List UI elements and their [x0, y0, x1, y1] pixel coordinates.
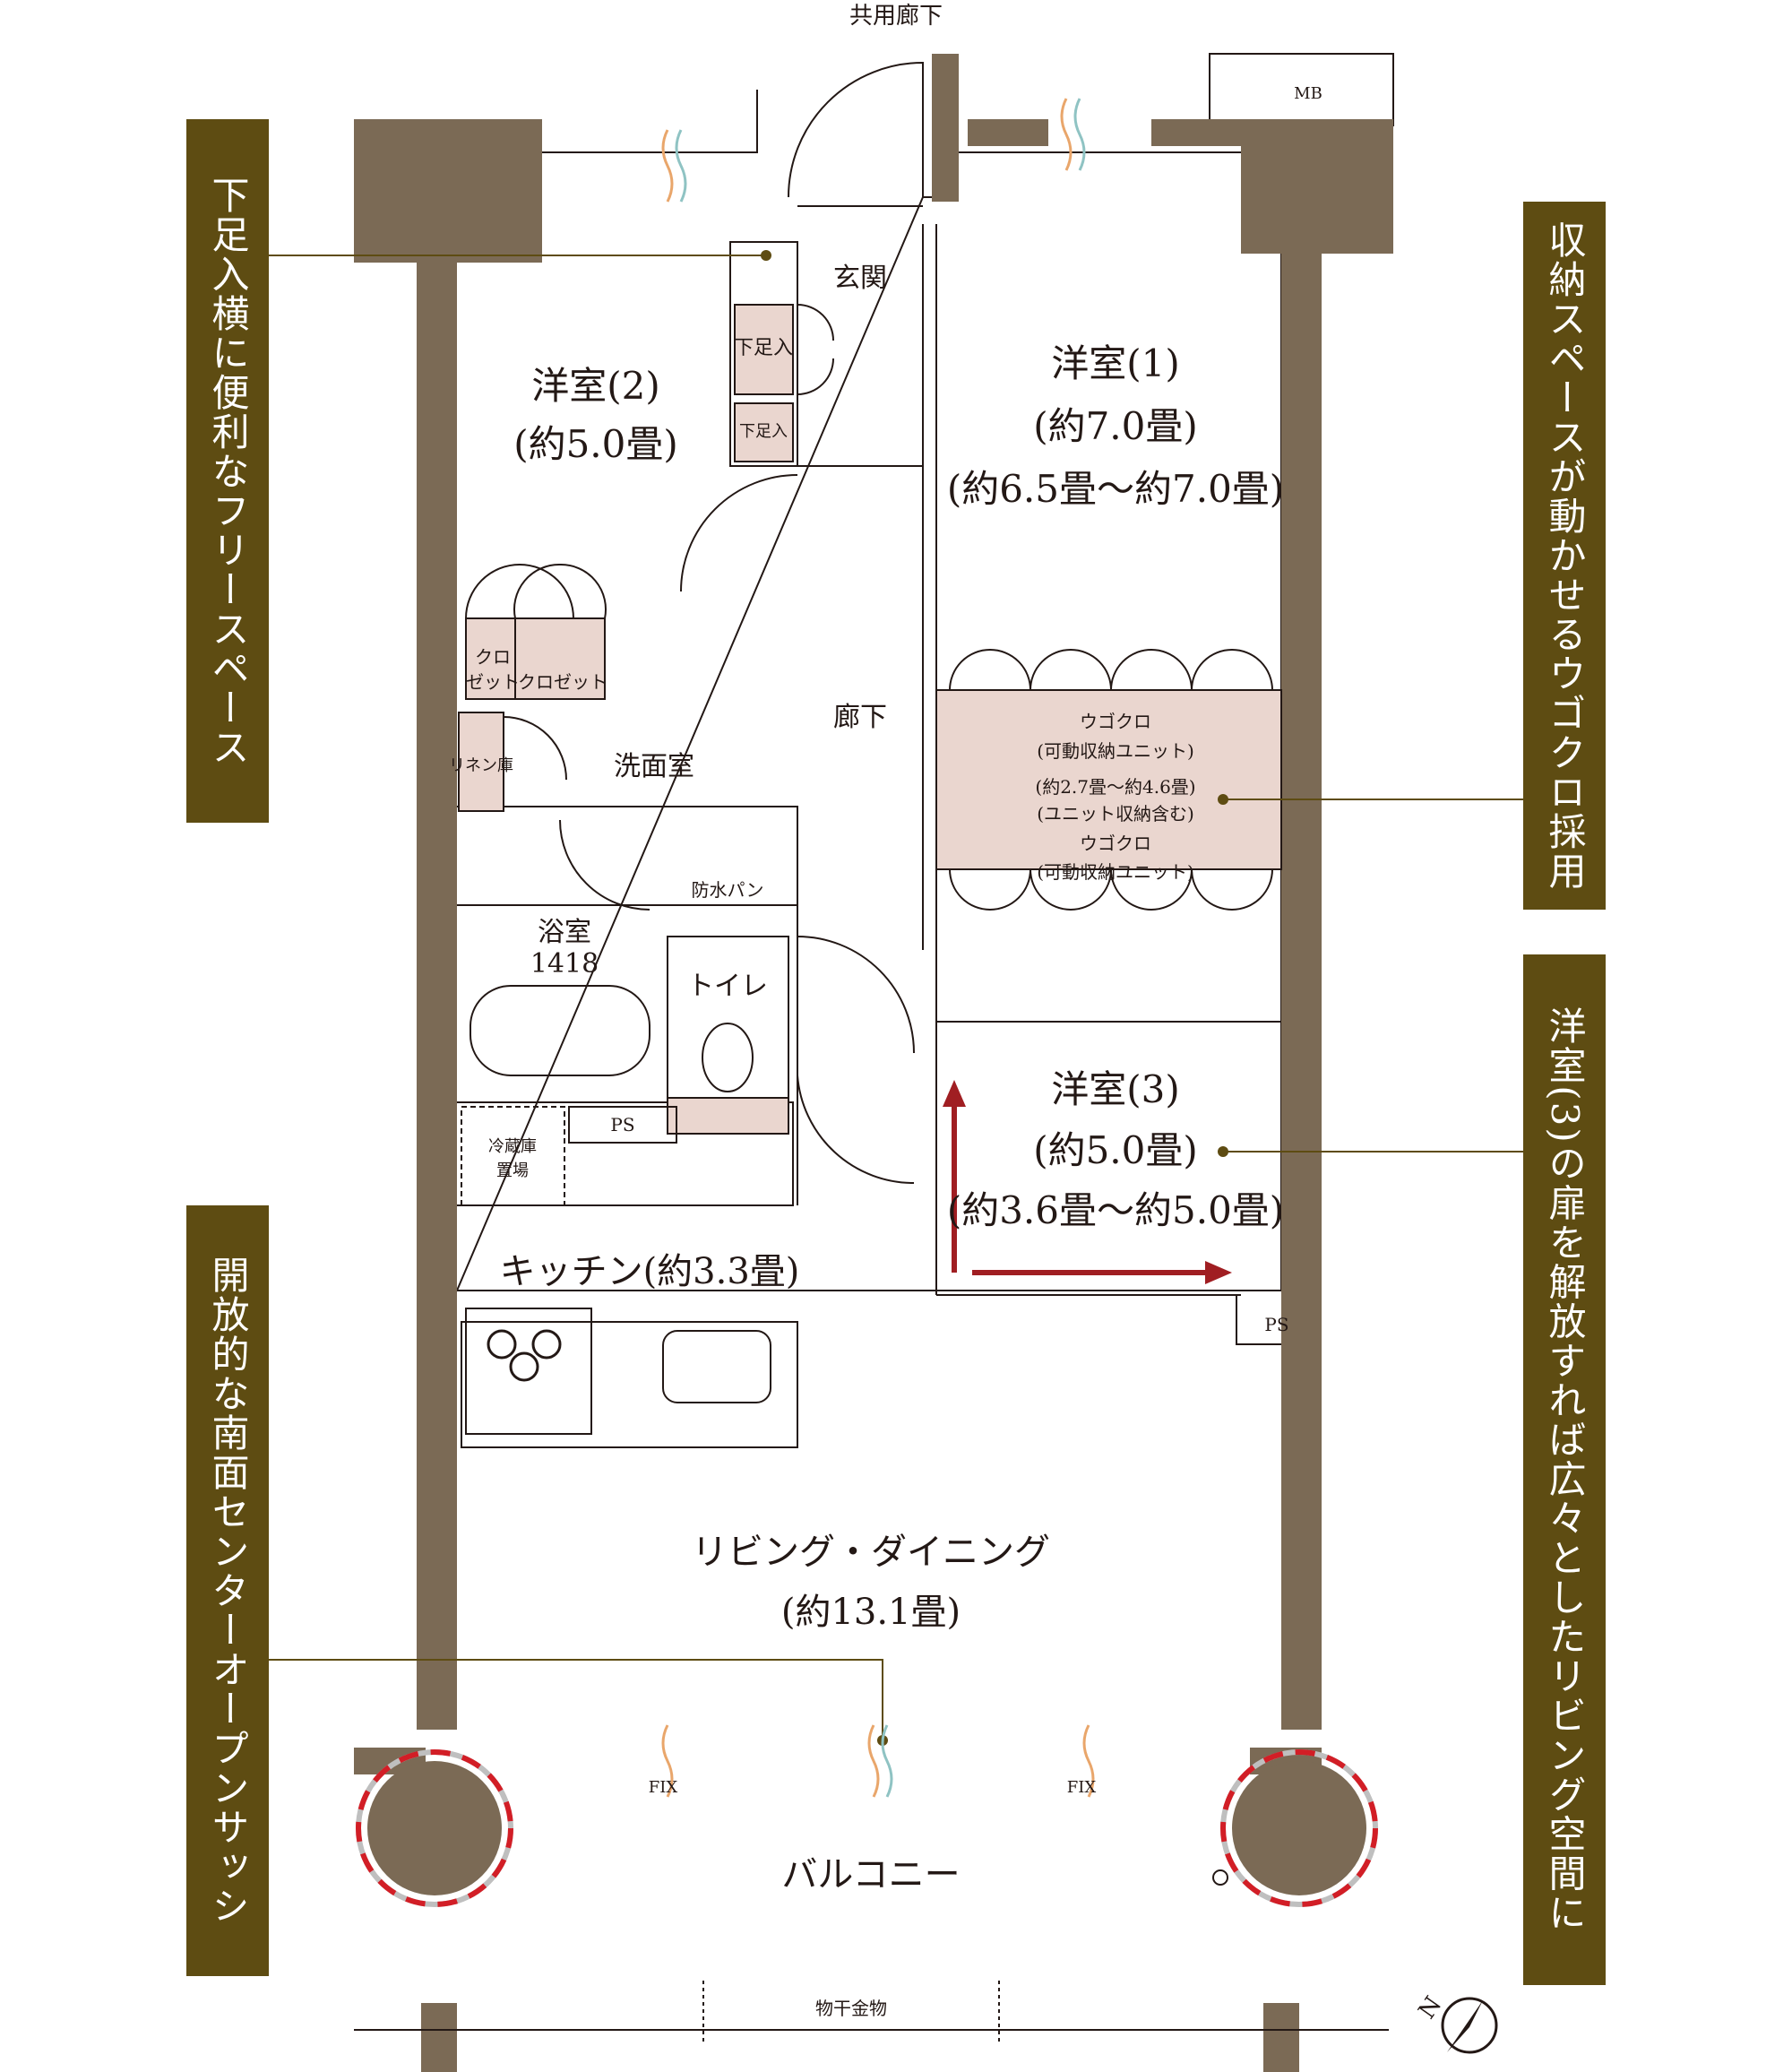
ugo2-sub: (可動収納ユニット) — [1037, 861, 1194, 883]
laundry-label: 物干金物 — [815, 1998, 887, 2019]
ugo1-label: ウゴクロ — [1080, 711, 1151, 732]
callout-left-top-text: 下足入横に便利なフリースペース — [206, 175, 250, 767]
laundry-bar — [354, 1981, 1389, 2043]
balcony-columns — [356, 1749, 1378, 1907]
shoe-label-1: 下足入 — [734, 337, 793, 359]
callout-left-top: 下足入横に便利なフリースペース — [186, 119, 269, 823]
kitchen-label: キッチン(約3.3畳) — [500, 1251, 800, 1292]
north-arrow — [1441, 1997, 1498, 2054]
leader-lines — [269, 255, 1523, 1740]
fixtures — [461, 985, 798, 1448]
bath-num: 1418 — [530, 948, 599, 980]
ps2-label: PS — [1264, 1314, 1288, 1335]
callout-left-bottom-text: 開放的な南面センターオープンサッシ — [206, 1256, 250, 1926]
door-swings — [465, 61, 924, 1185]
fridge-label-1: 冷蔵庫 — [488, 1137, 537, 1156]
washroom-label: 洗面室 — [614, 751, 694, 782]
linen-label: リネン庫 — [449, 756, 513, 775]
room3-name: 洋室(3) — [1051, 1067, 1180, 1111]
balcony-label: バルコニー — [781, 1854, 960, 1895]
room3-size: (約5.0畳) — [1033, 1128, 1198, 1172]
callout-right-bottom-text: 洋室(3)の扉を解放すれば広々としたリビング空間に — [1543, 1006, 1587, 1933]
toilet-label: トイレ — [687, 971, 768, 1002]
fix2-label: FIX — [1067, 1778, 1097, 1797]
stove-burners — [487, 1329, 562, 1382]
fridge-label-2: 置場 — [496, 1161, 529, 1180]
mb-label: MB — [1294, 84, 1322, 103]
walls — [354, 54, 1393, 2072]
ugokuro-doors — [949, 649, 1273, 911]
hall-label: 廊下 — [833, 702, 887, 733]
top-label: 共用廊下 — [849, 3, 943, 30]
drain-mark — [1212, 1869, 1228, 1886]
fix1-label: FIX — [649, 1778, 678, 1797]
partitions — [457, 205, 1281, 1345]
living-size: (約13.1畳) — [781, 1592, 961, 1633]
closet1b-label: ゼット — [466, 671, 520, 693]
closet1a-label: クロ — [475, 646, 511, 668]
ugo-incl: (ユニット収納含む) — [1037, 803, 1194, 824]
bath-label: 浴室 — [538, 917, 591, 948]
room1-name: 洋室(1) — [1051, 341, 1180, 385]
entrance-label: 玄関 — [833, 263, 887, 294]
ps1-label: PS — [610, 1114, 634, 1135]
room-labels: 共用廊下 MB 玄関 下足入 下足入 洋室(2) (約5.0畳) 洋室(1) (… — [449, 3, 1447, 2024]
living-label: リビング・ダイニング — [692, 1532, 1050, 1573]
expand-arrows — [943, 1080, 1232, 1284]
room2-name: 洋室(2) — [531, 364, 660, 408]
ugo-range: (約2.7畳〜約4.6畳) — [1035, 776, 1195, 798]
room1-range: (約6.5畳〜約7.0畳) — [947, 467, 1284, 511]
closet2-label: クロゼット — [518, 671, 607, 693]
callout-right-top-text: 収納スペースが動かせるウゴクロ採用 — [1543, 220, 1587, 891]
callout-left-bottom: 開放的な南面センターオープンサッシ — [186, 1205, 269, 1976]
room2-size: (約5.0畳) — [513, 422, 678, 466]
room1-size: (約7.0畳) — [1033, 404, 1198, 448]
storage-units — [458, 304, 1282, 1135]
callout-right-top: 収納スペースが動かせるウゴクロ採用 — [1523, 202, 1606, 910]
ugo1-sub: (可動収納ユニット) — [1037, 740, 1194, 762]
waterpan-label: 防水パン — [692, 879, 764, 901]
callout-right-bottom: 洋室(3)の扉を解放すれば広々としたリビング空間に — [1523, 954, 1606, 1985]
ventilation-marks — [661, 98, 1095, 1798]
shoe-label-2: 下足入 — [739, 422, 788, 441]
room3-range: (約3.6畳〜約5.0畳) — [947, 1188, 1284, 1232]
ugo2-label: ウゴクロ — [1080, 833, 1151, 854]
